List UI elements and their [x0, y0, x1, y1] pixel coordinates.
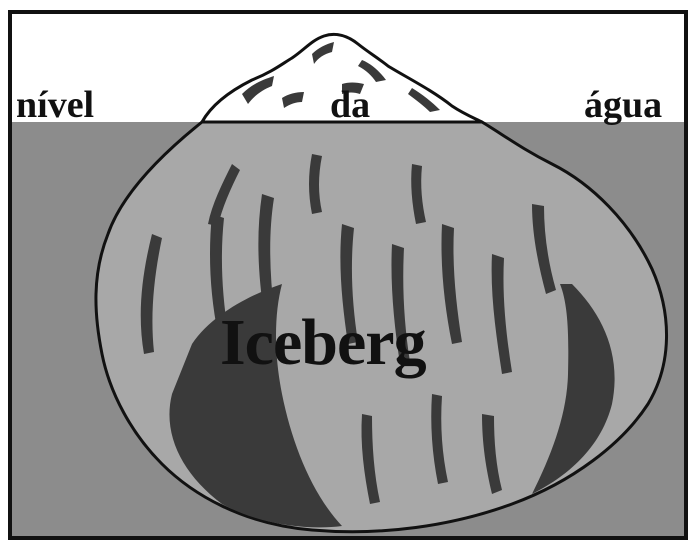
diagram-frame: nível da água Iceberg [8, 10, 688, 540]
water-level-label-left: nível [16, 86, 94, 124]
water-level-label-right: água [584, 86, 662, 124]
iceberg-label: Iceberg [220, 310, 426, 376]
water-level-label-middle: da [330, 86, 370, 124]
